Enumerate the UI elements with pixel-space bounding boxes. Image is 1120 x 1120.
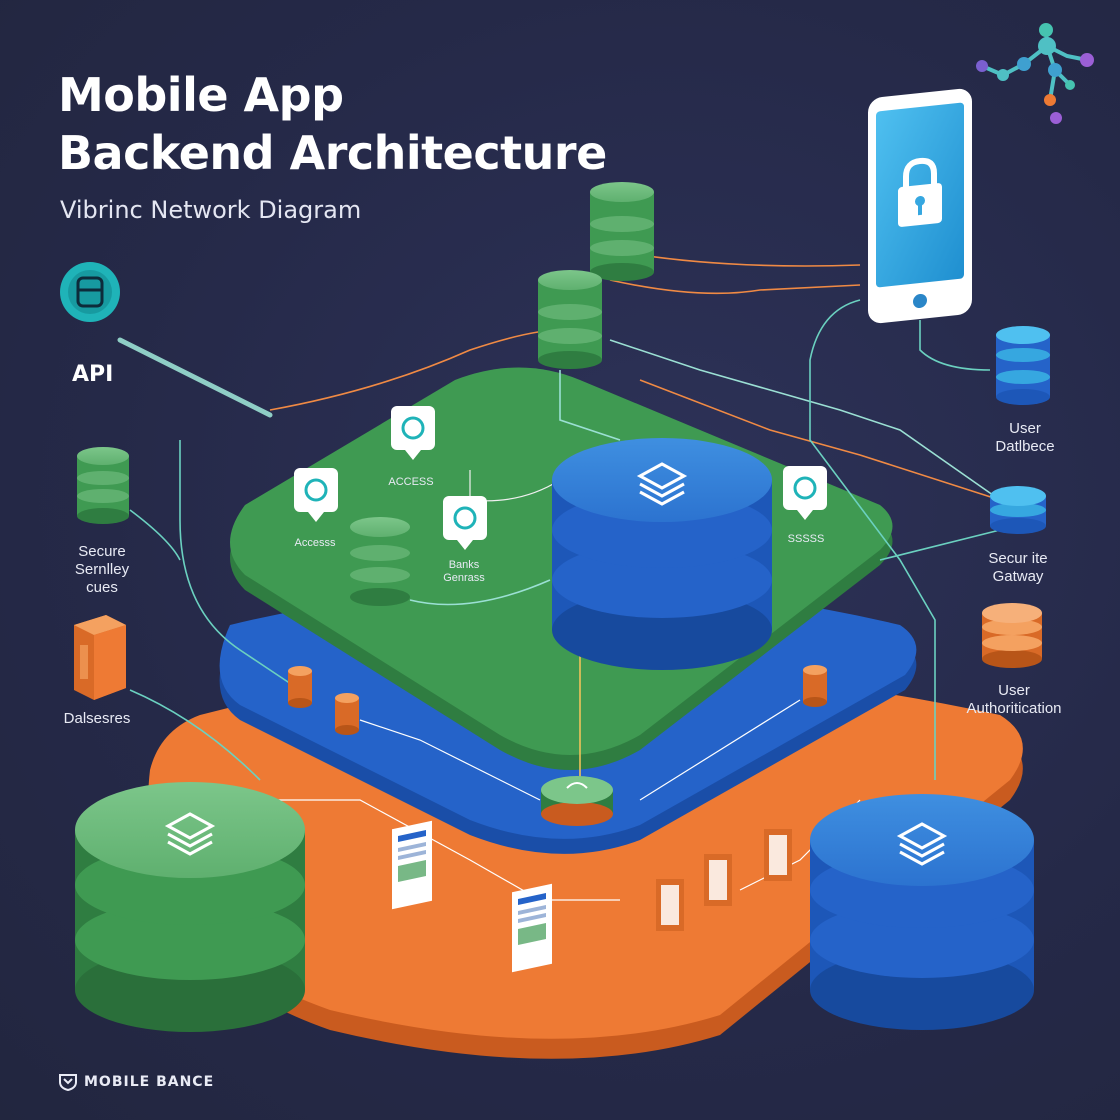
green-database-cylinder (75, 782, 305, 1032)
central-database-cylinder (552, 438, 772, 670)
secure-security-cues-label: Secure Sernlley cues (62, 543, 142, 597)
node-access-left-label: Accesss (282, 537, 348, 550)
platform-database (350, 517, 410, 606)
database-icon (77, 447, 129, 524)
molecule-icon (976, 23, 1094, 124)
database-icon (982, 603, 1042, 668)
user-database-label: User Datlbece (980, 420, 1070, 456)
mobile-phone (868, 88, 972, 325)
label-line: cues (62, 579, 142, 597)
api-icon (60, 262, 120, 322)
title-line-1: Mobile App (58, 66, 607, 124)
databases-label: Dalsesres (52, 710, 142, 728)
label-line: Secure (62, 543, 142, 561)
node-right-label: SSSSS (774, 533, 838, 546)
shield-logo-icon (58, 1073, 78, 1091)
label-line: Banks (430, 559, 498, 572)
label-line: User (980, 420, 1070, 438)
title-line-2: Backend Architecture (58, 124, 607, 182)
node-banks-label: Banks Genrass (430, 559, 498, 585)
brand-footer: MOBILE BANCE (58, 1073, 214, 1091)
label-line: Authoritication (950, 700, 1078, 718)
database-icon (590, 182, 654, 281)
label-line: Sernlley (62, 561, 142, 579)
secure-gateway-label: Secur ite Gatway (970, 550, 1066, 586)
database-icon (990, 486, 1046, 534)
label-line: Datlbece (980, 438, 1070, 456)
label-line: Secur ite (970, 550, 1066, 568)
database-icon (996, 326, 1050, 405)
node-access-top-label: ACCESS (378, 476, 444, 489)
brand-name: MOBILE BANCE (84, 1074, 214, 1090)
api-label: API (72, 362, 113, 387)
label-line: Gatway (970, 568, 1066, 586)
page-subtitle: Vibrinc Network Diagram (60, 196, 361, 224)
label-line: User (950, 682, 1078, 700)
page-title: Mobile App Backend Architecture (58, 66, 607, 182)
blue-database-cylinder (810, 794, 1034, 1030)
user-authentication-label: User Authoritication (950, 682, 1078, 718)
top-database-stack (538, 182, 654, 369)
hub-node (541, 776, 613, 826)
label-line: Genrass (430, 572, 498, 585)
server-icon (74, 615, 126, 700)
database-icon (538, 270, 602, 369)
